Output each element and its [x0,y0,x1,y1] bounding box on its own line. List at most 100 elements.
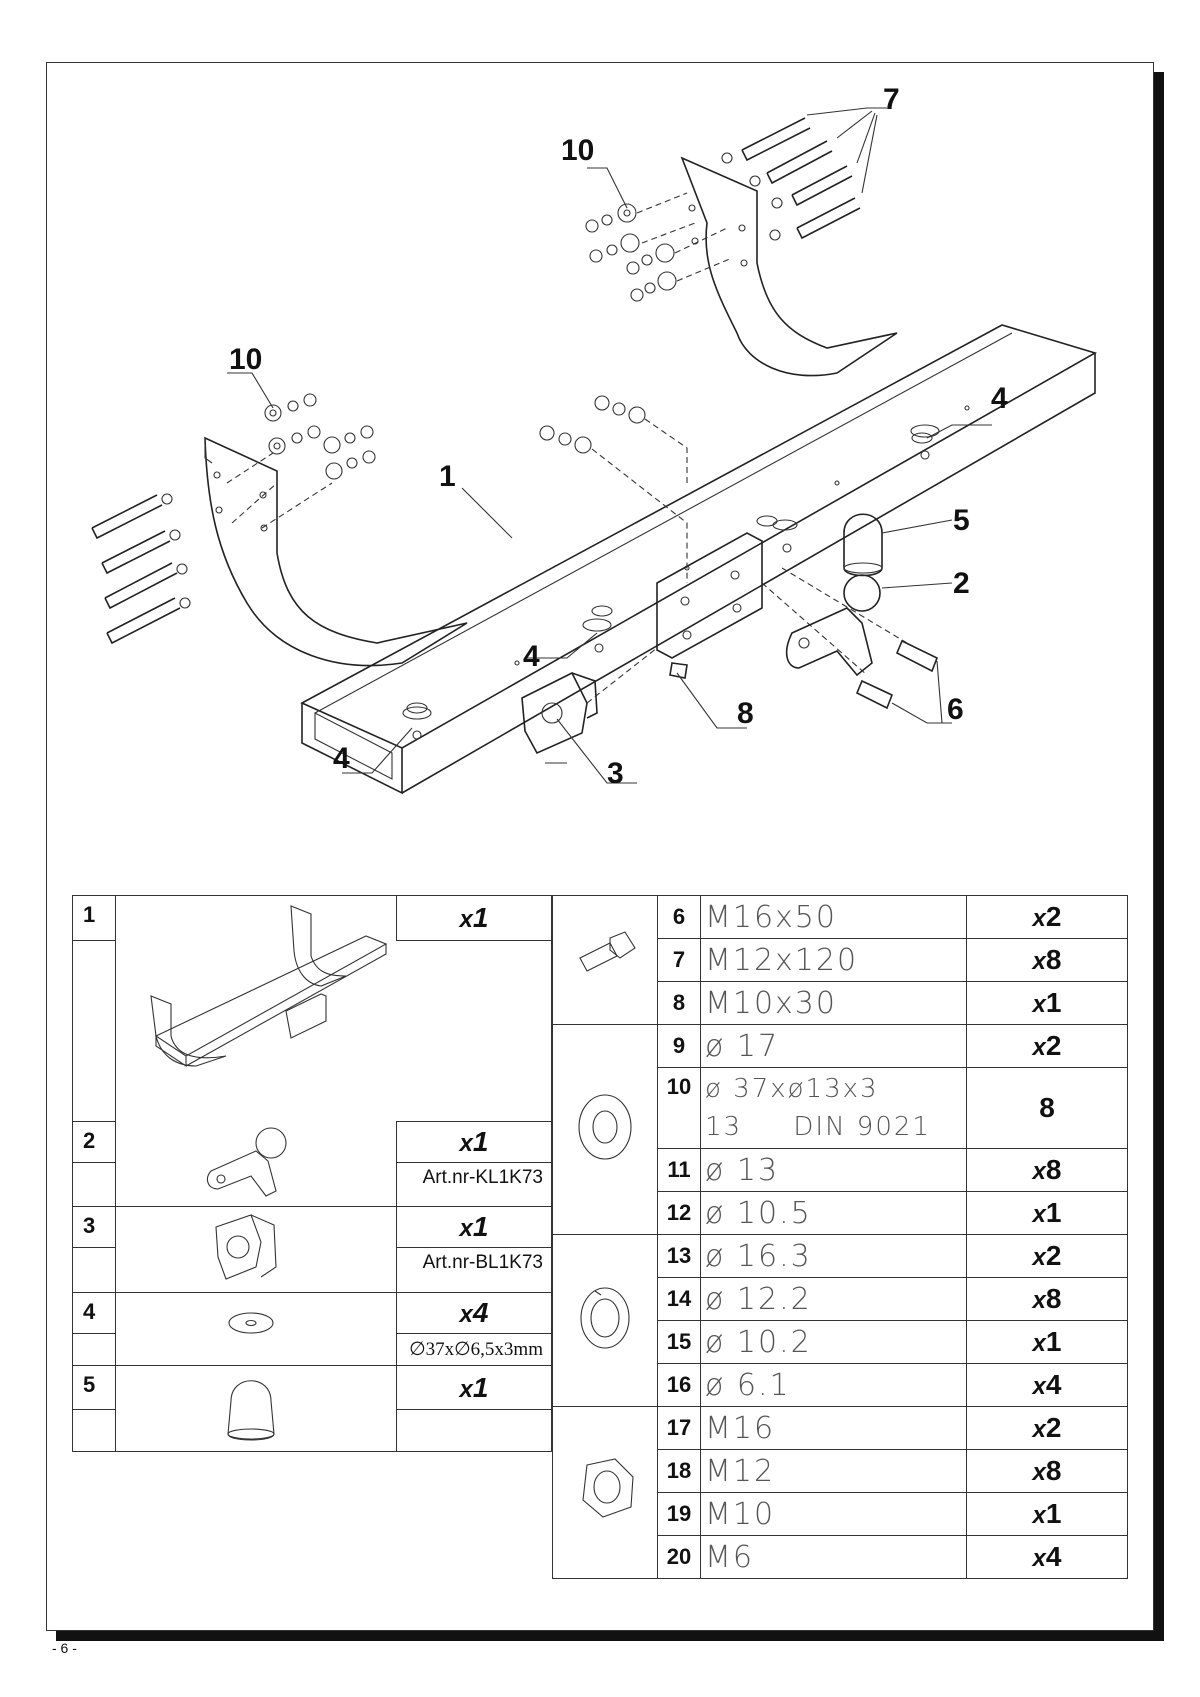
part-note: Art.nr-BL1K73 [395,1247,553,1293]
part-3-image [114,1206,397,1293]
callout-4-center: 4 [523,640,540,673]
hitch-bolts [586,567,939,710]
hardware-qty: x2 [966,1234,1128,1278]
hardware-row-14: 14 ø 12.2 x8 [553,1277,1128,1321]
hardware-qty: x4 [966,1535,1128,1579]
hardware-row-20: 20 M6 x4 [553,1535,1128,1579]
callout-5: 5 [953,504,970,537]
hardware-desc: M16 [700,1406,967,1450]
hardware-desc: ø 10.5 [700,1191,967,1235]
part-row-5: 5 x1 [72,1364,553,1452]
hardware-row-9: 9 ø 17 x2 [552,1024,1128,1235]
hardware-number: 9 [657,1024,701,1068]
exploded-assembly-drawing: 1 2 3 4 4 4 5 6 7 8 10 10 [91,83,1098,795]
hardware-row-11: 11 ø 13 x8 [553,1148,1128,1192]
part-qty: x4 [395,1292,553,1334]
hardware-qty: 8 [966,1067,1128,1149]
hardware-number: 15 [657,1320,701,1364]
hardware-number: 11 [657,1148,701,1192]
hardware-qty: x1 [966,981,1128,1025]
left-washers-nuts [226,393,376,529]
hardware-row-17: 17 M16 x2 [552,1406,1128,1579]
part-1-image [114,895,397,1121]
part-5-image [114,1365,397,1452]
hardware-row-13: 13 ø 16.3 x2 [552,1234,1128,1407]
right-washers-nuts [585,192,733,302]
part-qty: x1 [395,1364,553,1411]
hardware-desc: ø 12.2 [700,1277,967,1321]
hardware-number: 16 [657,1363,701,1407]
part-number: 5 [72,1364,116,1411]
callout-3: 3 [607,757,624,790]
part-row-1: 1 x1 [72,895,553,1121]
hardware-desc: M12 [700,1449,967,1493]
hardware-qty: x1 [966,1320,1128,1364]
part-note: Art.nr-KL1K73 [395,1162,553,1207]
part-row-2: 2 x1 [72,1120,553,1207]
spring-washer-icon [552,1234,658,1407]
hardware-number: 17 [657,1406,701,1450]
left-bracket [204,436,468,667]
hardware-desc: M10x30 [700,981,967,1025]
crossbar-icon [150,905,388,1068]
hardware-qty: x2 [966,1406,1128,1450]
tow-ball-part [785,574,881,677]
hardware-desc: M12x120 [700,938,967,982]
hardware-desc: ø 6.1 [700,1363,967,1407]
hardware-qty: x2 [966,895,1128,939]
callout-10-right: 10 [561,134,594,167]
crossbar-part [300,324,1098,795]
part-number: 1 [72,895,116,941]
right-bracket [680,156,898,377]
part-4-image [114,1292,397,1366]
leader-lines [227,107,992,784]
callout-7: 7 [883,83,900,116]
callout-10-left: 10 [229,343,262,376]
ball-cap-icon [227,1380,275,1441]
part-qty: x1 [395,895,553,941]
callout-4-left: 4 [333,742,350,775]
hardware-desc: M10 [700,1492,967,1536]
callout-2: 2 [953,567,970,600]
hardware-number: 10 [657,1067,701,1149]
hardware-desc: M16x50 [700,895,967,939]
part-qty: x1 [395,1120,553,1163]
part-qty: x1 [395,1206,553,1248]
hardware-number: 19 [657,1492,701,1536]
ball-cap-part [843,513,883,577]
bolt-icon [552,895,658,1025]
hardware-number: 12 [657,1191,701,1235]
hardware-number: 13 [657,1234,701,1278]
socket-plate-icon [215,1214,277,1280]
hardware-qty: x8 [966,1449,1128,1493]
part-number: 2 [72,1120,116,1163]
hardware-qty: x1 [966,1492,1128,1536]
hardware-desc: ø 17 [700,1024,967,1068]
left-bolts [91,493,191,645]
hardware-qty: x2 [966,1024,1128,1068]
part-note: ∅37x∅6,5x3mm [395,1333,553,1366]
hardware-row-7: 7 M12x120 x8 [553,938,1128,982]
part-number: 3 [72,1206,116,1248]
tow-ball-icon [206,1127,287,1197]
callout-8: 8 [737,697,754,730]
small-washers [402,424,940,740]
hardware-qty: x8 [966,1148,1128,1192]
hardware-number: 18 [657,1449,701,1493]
hardware-number: 14 [657,1277,701,1321]
part-row-4: 4 x4 [72,1292,553,1366]
part-2-image [114,1121,397,1207]
hardware-qty: x8 [966,1277,1128,1321]
hardware-desc: ø 10.2 [700,1320,967,1364]
receiver-plate [656,532,763,659]
hardware-number: 7 [657,938,701,982]
callout-1: 1 [439,460,456,493]
nut-icon [552,1406,658,1579]
parts-table: 1 x1 2 x1 Art.nr-KL1K73 [72,895,553,1452]
socket-plate-part [521,671,598,755]
hardware-number: 20 [657,1535,701,1579]
hardware-row-6: 6 M16x50 x2 [552,895,1128,1025]
callout-4-right: 4 [991,382,1008,415]
